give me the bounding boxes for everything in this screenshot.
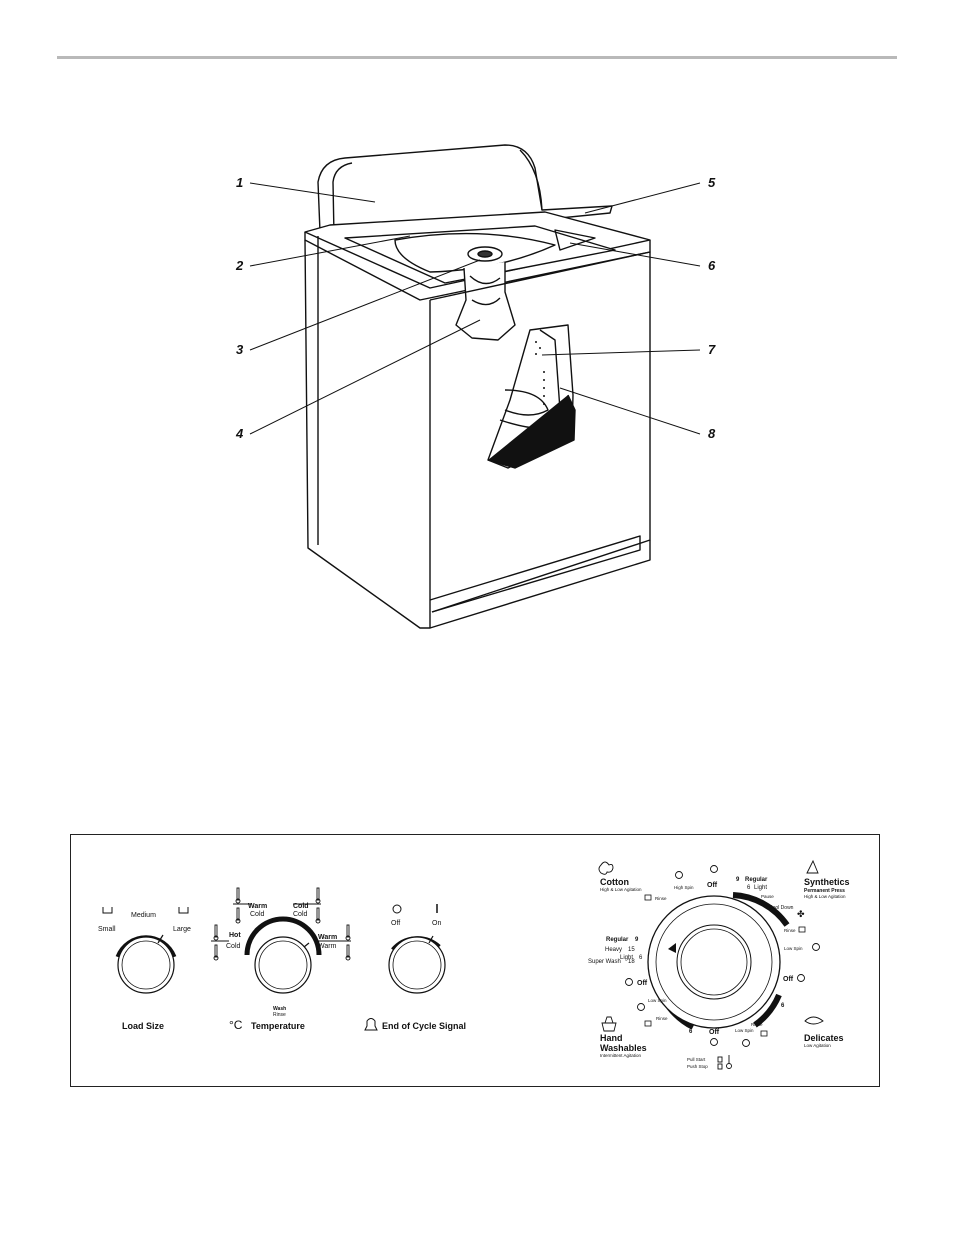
washer-cabinet bbox=[304, 239, 431, 629]
control-panel: Small Medium Large Load Size Hot Cold Wa… bbox=[70, 834, 880, 1087]
temp-cold-label-c: Cold bbox=[293, 903, 309, 910]
pull-push-icon bbox=[717, 1055, 732, 1070]
cotton-heavy-n: 15 bbox=[628, 947, 635, 953]
spin-icon-hand bbox=[637, 1003, 645, 1011]
delicates-icon bbox=[804, 1016, 824, 1025]
temp-hot-label: Hot bbox=[229, 932, 241, 939]
callout-4: 4 bbox=[235, 426, 244, 441]
synth-regular-n: 9 bbox=[736, 877, 740, 883]
rinse-icon-hand bbox=[644, 1020, 652, 1027]
rinse-icon-bottom bbox=[760, 1030, 768, 1037]
hand-sub: Intermittent Agitation bbox=[600, 1053, 642, 1058]
callout-1: 1 bbox=[236, 175, 243, 190]
header-rule bbox=[57, 56, 897, 59]
temp-cold-label-d: Cold bbox=[293, 911, 308, 918]
delicates-sub: Low Agitation bbox=[804, 1043, 831, 1048]
cotton-rinse-label: Rinse bbox=[655, 896, 667, 901]
fan-icon: ✤ bbox=[797, 909, 805, 919]
bottom-rinse-label: Rinse bbox=[751, 1022, 763, 1027]
end-of-cycle-title: End of Cycle Signal bbox=[382, 1021, 466, 1031]
temp-cold-label-a: Cold bbox=[226, 943, 241, 950]
synth-light: Light bbox=[754, 885, 767, 891]
load-size-title: Load Size bbox=[122, 1021, 164, 1031]
synth-low-spin-label: Low Spin bbox=[784, 946, 803, 951]
rinse-icon-synth bbox=[798, 926, 806, 933]
synth-regular: Regular bbox=[745, 877, 768, 883]
cotton-light-n: 6 bbox=[639, 955, 643, 961]
temp-cold-label-b: Cold bbox=[250, 911, 265, 918]
spin-icon-synth bbox=[812, 943, 820, 951]
load-size-control: Small Medium Large Load Size bbox=[98, 907, 191, 1031]
synth-rinse-label: Rinse bbox=[784, 928, 796, 933]
synthetics-icon bbox=[806, 859, 819, 874]
push-stop-label: Push Stop bbox=[687, 1064, 708, 1069]
spin-icon-bottom bbox=[742, 1039, 750, 1047]
hand-rinse-label: Rinse bbox=[656, 1016, 668, 1021]
delicates-title: Delicates bbox=[804, 1033, 844, 1043]
high-spin-label: High Spin bbox=[674, 885, 694, 890]
cotton-regular-n: 9 bbox=[635, 937, 639, 943]
bottom-low-spin-label: Low Spin bbox=[735, 1028, 754, 1033]
synthetics-sub1: Permanent Press bbox=[804, 888, 845, 894]
temperature-control: Hot Cold Warm Cold Cold Cold Warm Warm W… bbox=[211, 887, 351, 1032]
load-large-label: Large bbox=[173, 926, 191, 933]
signal-on-label: On bbox=[432, 920, 441, 927]
callout-5: 5 bbox=[708, 175, 716, 190]
load-small-label: Small bbox=[98, 926, 116, 933]
cycle-dial-control: Cotton High & Low Agitation Light 6 Regu… bbox=[588, 859, 850, 1070]
synthetics-arc bbox=[732, 892, 790, 927]
agitator-sleeve bbox=[455, 262, 516, 341]
hand-low-spin-label: Low Spin bbox=[648, 998, 667, 1003]
cotton-regular: Regular bbox=[606, 937, 629, 943]
callout-8: 8 bbox=[708, 426, 716, 441]
cycle-knob[interactable] bbox=[647, 895, 781, 1029]
rinse-icon-cotton bbox=[644, 894, 652, 901]
load-size-knob[interactable] bbox=[117, 936, 175, 994]
bottom-six-label: 6 bbox=[689, 1029, 693, 1035]
callout-2: 2 bbox=[235, 258, 244, 273]
top-off-label: Off bbox=[707, 882, 718, 889]
left-off-label: Off bbox=[637, 980, 648, 987]
right-off-label: Off bbox=[783, 976, 794, 983]
hand-title2: Washables bbox=[600, 1043, 647, 1053]
cotton-super-n: 18 bbox=[628, 959, 635, 965]
bottom-off-label: Off bbox=[709, 1029, 720, 1036]
cool-down-label: Cool Down bbox=[769, 905, 794, 911]
synth-light-n: 6 bbox=[747, 885, 751, 891]
hand-title1: Hand bbox=[600, 1033, 623, 1043]
synthetics-title: Synthetics bbox=[804, 877, 850, 887]
cotton-title: Cotton bbox=[600, 877, 629, 887]
signal-off-label: Off bbox=[391, 920, 400, 927]
temp-warm-label: Warm bbox=[248, 903, 267, 910]
load-medium-label: Medium bbox=[131, 912, 156, 919]
end-of-cycle-knob[interactable] bbox=[388, 936, 446, 994]
callout-3: 3 bbox=[236, 342, 244, 357]
callout-6: 6 bbox=[708, 258, 716, 273]
cotton-subtitle: High & Low Agitation bbox=[600, 887, 642, 892]
bell-icon bbox=[364, 1018, 378, 1031]
cotton-heavy: Heavy bbox=[605, 947, 622, 953]
callout-7: 7 bbox=[708, 342, 716, 357]
cotton-light: Light bbox=[620, 955, 633, 961]
right-six-label: 6 bbox=[781, 1003, 785, 1009]
high-spin-icon bbox=[675, 871, 683, 879]
cotton-super: Super Wash bbox=[588, 959, 621, 965]
pull-start-label: Pull Start bbox=[687, 1057, 706, 1062]
cotton-icon bbox=[598, 861, 614, 875]
temp-warm-label-b: Warm bbox=[318, 934, 337, 941]
temp-warm-label-c: Warm bbox=[318, 943, 337, 950]
temp-wash-legend: Wash bbox=[273, 1006, 286, 1012]
temperature-icon: °C bbox=[229, 1018, 243, 1032]
end-of-cycle-control: Off On End of Cycle Signal bbox=[364, 904, 466, 1031]
synthetics-sub2: High & Low Agitation bbox=[804, 894, 846, 899]
delicates-arc bbox=[753, 993, 782, 1028]
temperature-knob[interactable] bbox=[254, 936, 312, 994]
temperature-title: Temperature bbox=[251, 1021, 305, 1031]
temp-rinse-legend: Rinse bbox=[273, 1012, 286, 1018]
washer-illustration: 1 2 3 4 5 6 7 8 bbox=[235, 144, 716, 629]
pause-label: Pause bbox=[761, 894, 774, 899]
hand-wash-icon bbox=[601, 1016, 617, 1032]
